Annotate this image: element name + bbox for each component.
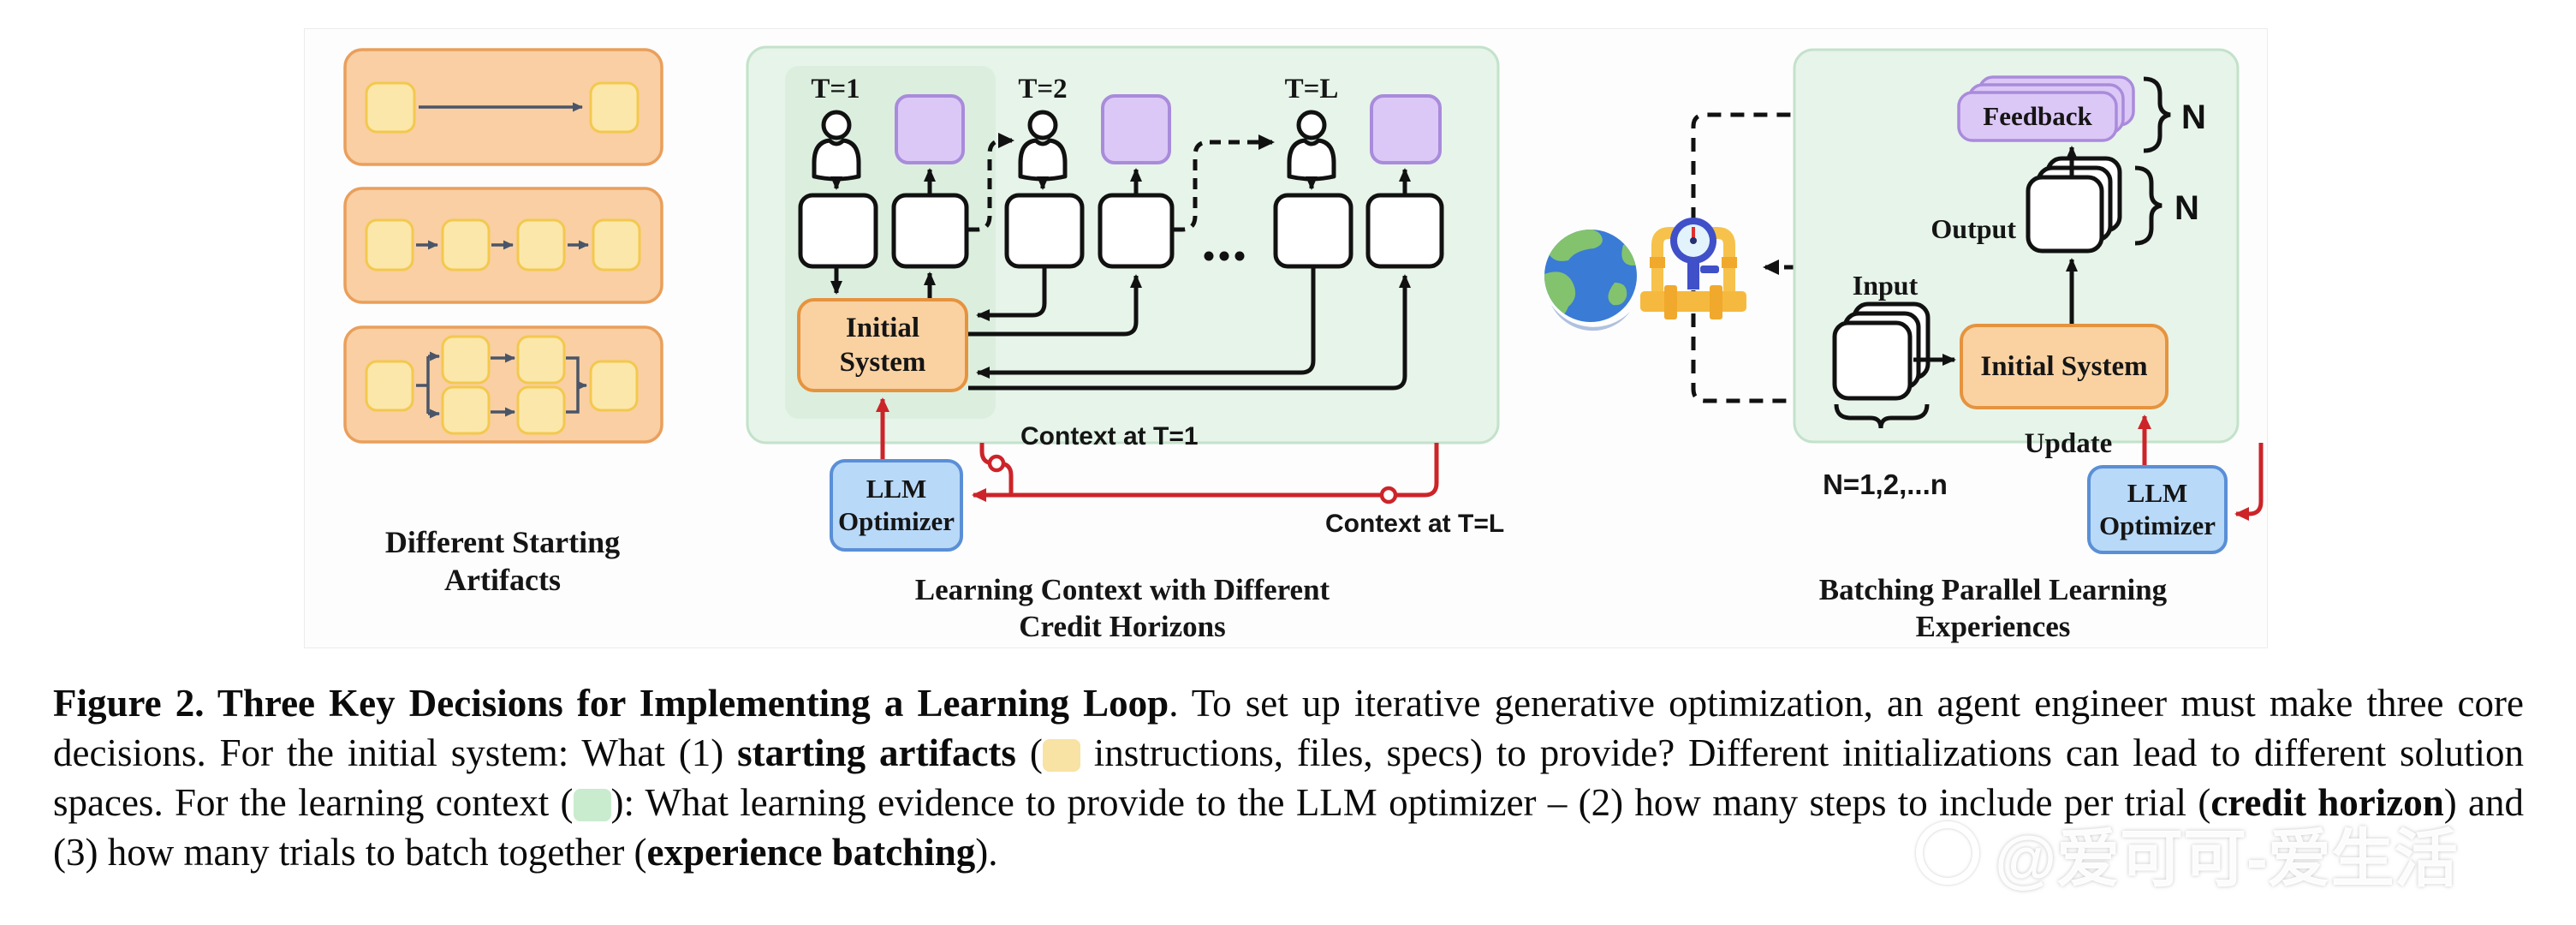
- output-count: N: [2174, 189, 2199, 227]
- llm-optimizer-box-right: [2087, 465, 2228, 554]
- feedback-brace: [2143, 76, 2171, 153]
- llm-optimizer-box-middle: [830, 459, 963, 552]
- artifact-color-swatch: [1042, 739, 1080, 772]
- feedback-count: N: [2181, 98, 2206, 136]
- agent-icon-t2: [1018, 110, 1068, 182]
- learning-context-panel: [746, 45, 1500, 552]
- feedback-stack: [1957, 75, 2135, 142]
- output-box-t1: [891, 193, 969, 269]
- caption-segment: ): What learning evidence to provide to …: [610, 781, 2211, 824]
- context-node-t1: [987, 454, 1006, 473]
- input-box-t2: [1004, 193, 1085, 269]
- artifact-row-chain: [343, 187, 663, 304]
- feedback-box-tl: [1370, 94, 1442, 164]
- input-stack: [1832, 301, 1931, 401]
- middle-dashed-links: [968, 133, 1275, 232]
- artifact-row-dag: [343, 325, 663, 444]
- caption-segment: (: [1015, 731, 1043, 774]
- starting-artifacts-panel: [343, 48, 663, 444]
- caption-segment: . To set up iterative generative optimiz…: [53, 682, 2524, 774]
- pipeline-gauge-icon: [1640, 218, 1746, 319]
- figure-caption: Figure 2. Three Key Decisions for Implem…: [53, 678, 2524, 877]
- input-box-tl: [1273, 193, 1353, 269]
- output-stack: [2026, 156, 2122, 254]
- output-box-t2: [1098, 193, 1175, 269]
- globe-icon: [1544, 230, 1637, 331]
- initial-system-box-right: [1960, 324, 2168, 409]
- caption-segment: starting artifacts: [737, 731, 1016, 774]
- batching-panel: N N: [1793, 48, 2264, 554]
- right-arrows: [1913, 146, 2078, 366]
- initial-system-box-middle: [797, 298, 968, 392]
- middle-arrows: [830, 168, 1411, 391]
- ellipsis-dots: [1204, 251, 1245, 261]
- feedback-box-t1: [895, 94, 965, 164]
- caption-segment: experience batching: [646, 831, 976, 874]
- caption-segment: ) and (3) how many trials to batch toget…: [53, 781, 2524, 874]
- output-box-tl: [1365, 193, 1444, 269]
- input-box-t1: [798, 193, 878, 269]
- feedback-box-t2: [1101, 94, 1171, 164]
- caption-segment: instructions, files, specs) to provide? …: [53, 731, 2525, 824]
- agent-icon-tl: [1287, 110, 1336, 182]
- caption-segment: ).: [975, 831, 998, 874]
- right-red-wires: [2138, 415, 2264, 521]
- agent-icon-t1: [812, 110, 861, 182]
- caption-segment: Figure 2. Three Key Decisions for Implem…: [53, 682, 1169, 725]
- context-color-swatch: [573, 789, 611, 821]
- context-node-tl: [1379, 486, 1398, 504]
- output-brace: [2134, 165, 2163, 246]
- input-underbrace: [1834, 403, 1930, 429]
- caption-segment: credit horizon: [2210, 781, 2444, 824]
- artifact-row-single-step: [343, 48, 663, 166]
